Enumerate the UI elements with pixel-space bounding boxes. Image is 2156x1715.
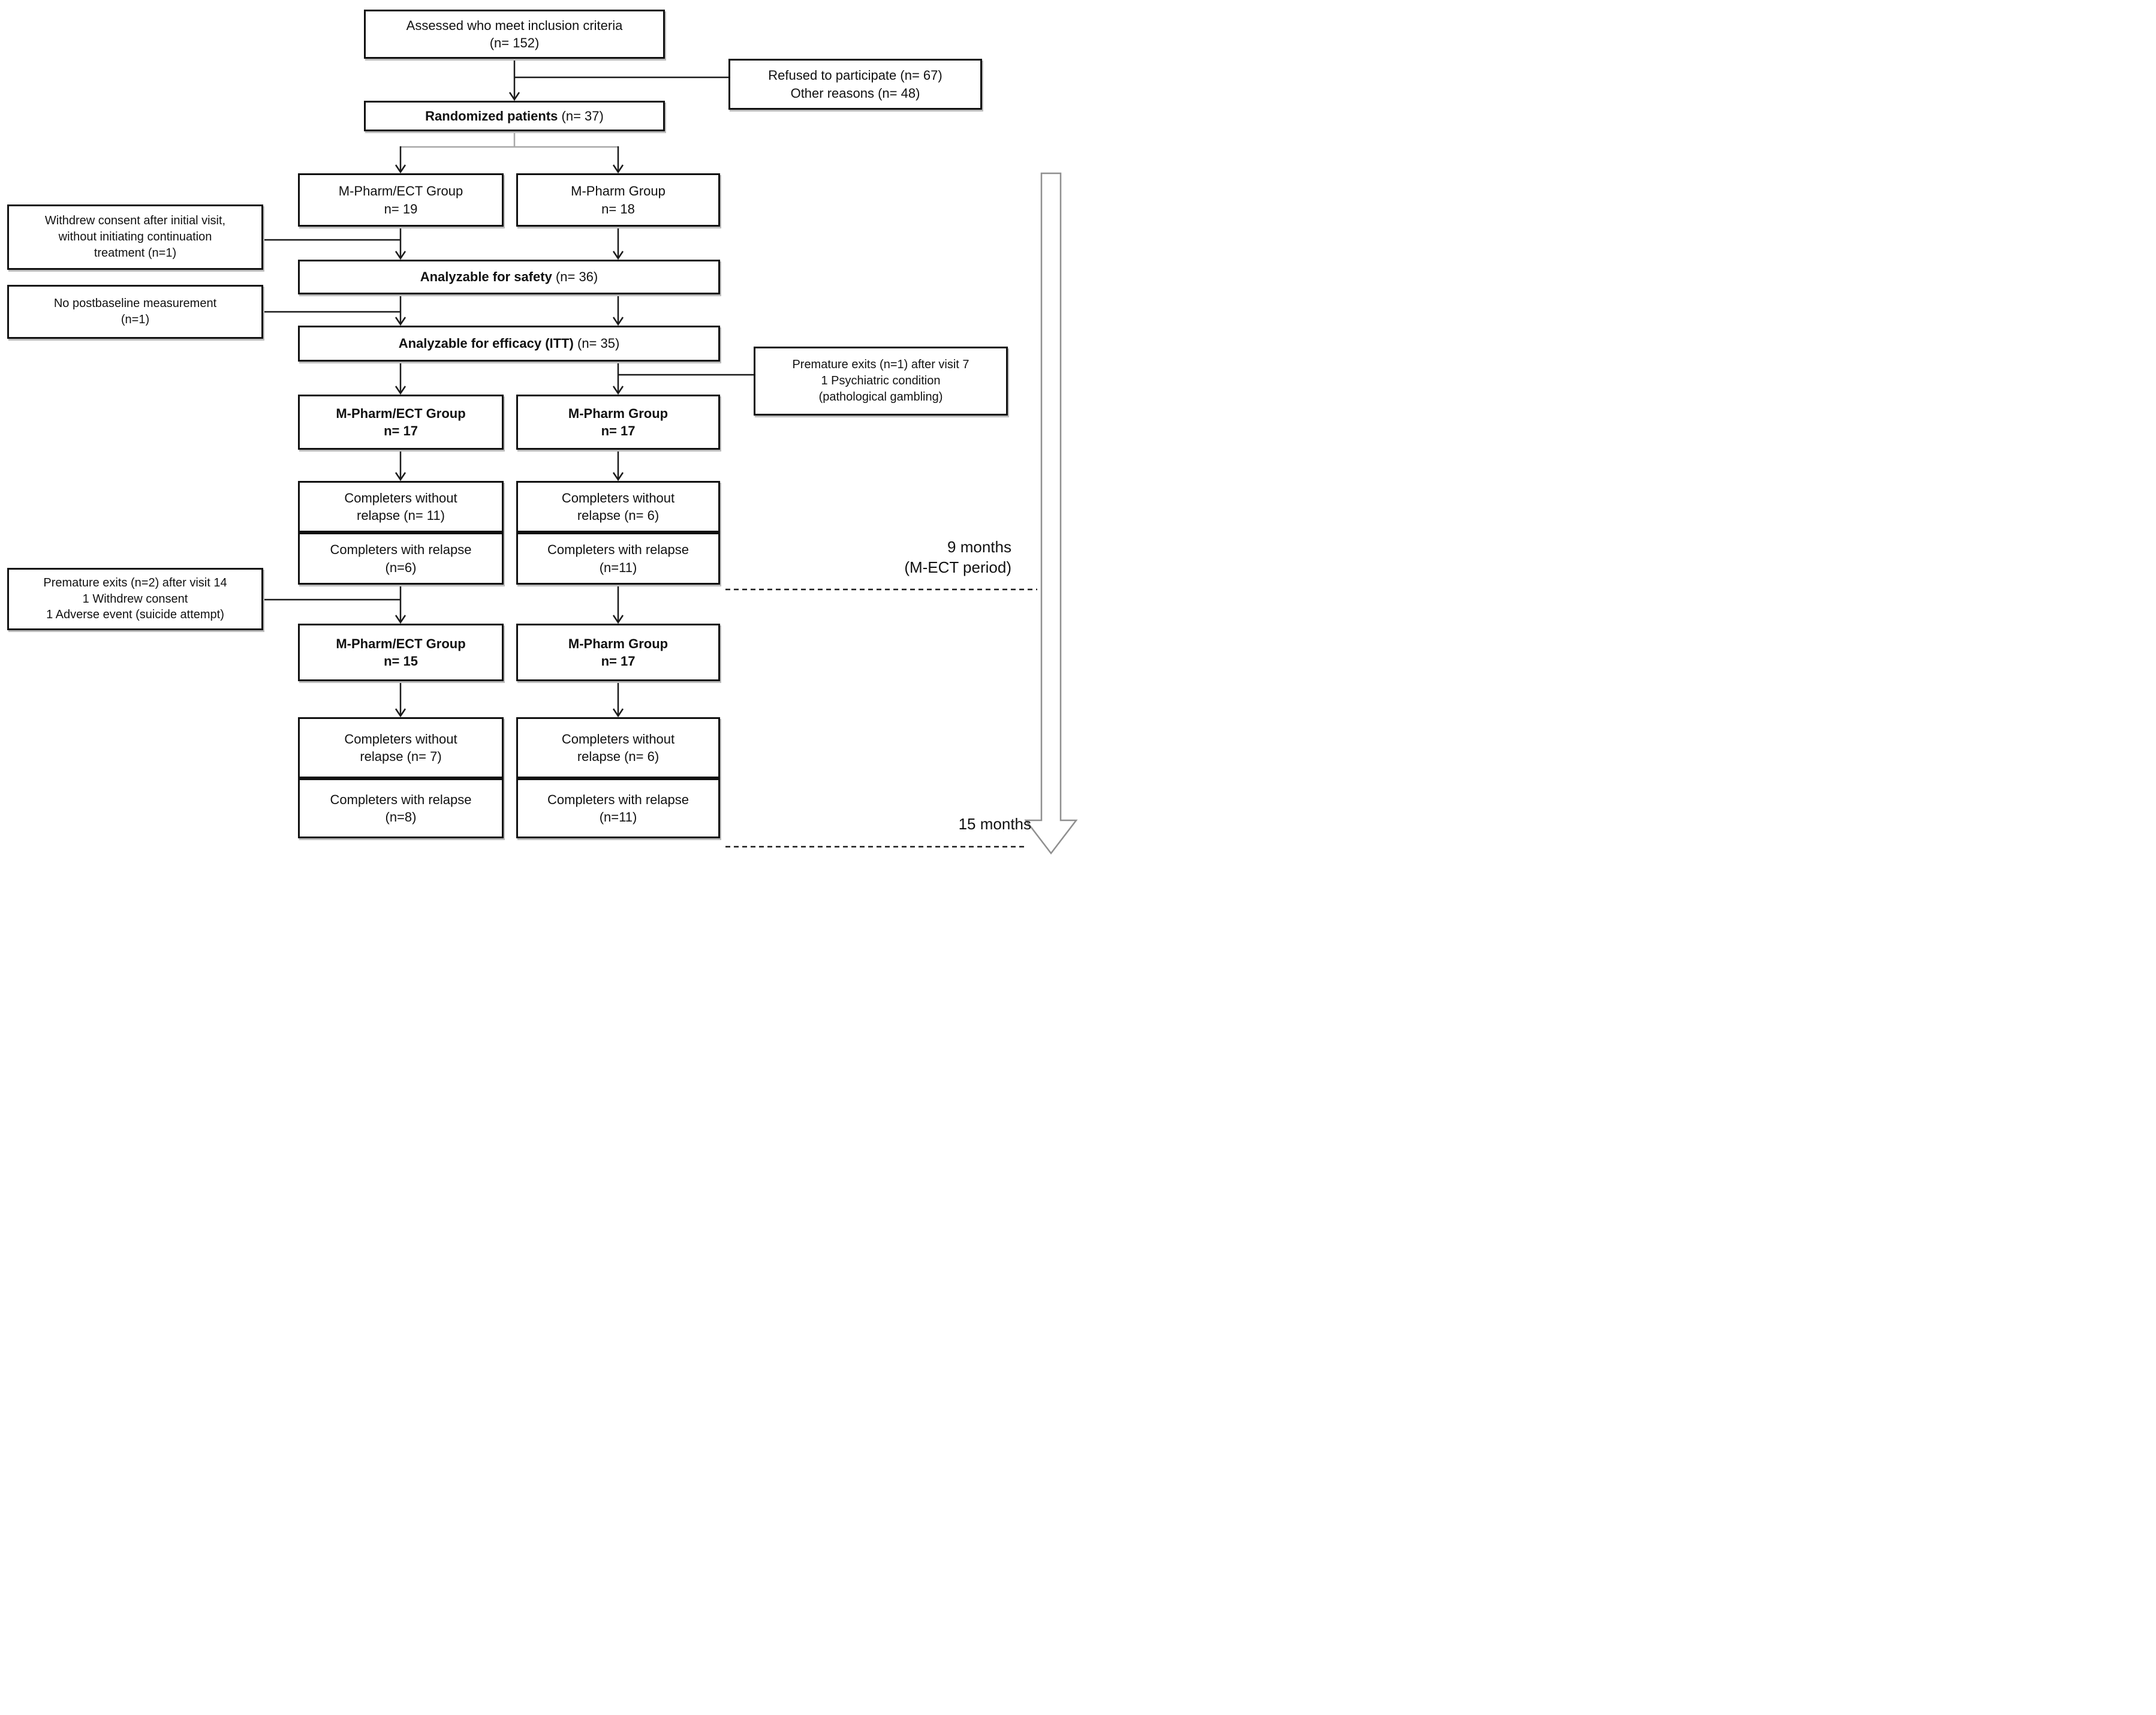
period1-line1: 9 months [947, 538, 1011, 556]
period1-line2: (M-ECT period) [904, 558, 1011, 576]
group2-left-box: M-Pharm/ECT Group n= 17 [298, 395, 504, 450]
withdrew-line3: treatment (n=1) [94, 246, 177, 260]
group2-left-name: M-Pharm/ECT Group [336, 405, 466, 421]
refused-line1: Refused to participate (n= 67) [768, 68, 943, 83]
group1-left-name: M-Pharm/ECT Group [338, 183, 463, 199]
no-postbaseline-box: No postbaseline measurement (n=1) [7, 285, 263, 339]
completers2-right-without-line1: Completers without [561, 731, 675, 747]
randomized-label: Randomized patients [425, 108, 558, 124]
safety-label: Analyzable for safety [420, 269, 552, 285]
premature1-line2: 1 Psychiatric condition [821, 374, 941, 388]
completers2-left-with-line1: Completers with relapse [330, 792, 472, 807]
completers2-left-without-line1: Completers without [344, 731, 457, 747]
withdrew-consent-box: Withdrew consent after initial visit, wi… [7, 204, 263, 270]
arrow-completers1-right-to-group3 [612, 585, 624, 624]
completers1-left-without-line2: relapse (n= 11) [357, 508, 445, 523]
group2-left-count: n= 17 [384, 423, 418, 438]
arrow-to-group1-right [612, 146, 624, 174]
completers1-left-without-box: Completers without relapse (n= 11) [298, 481, 504, 532]
completers2-left-with-line2: (n=8) [385, 810, 417, 825]
assessed-line1: Assessed who meet inclusion criteria [406, 17, 623, 33]
premature2-line3: 1 Adverse event (suicide attempt) [46, 608, 224, 622]
premature2-line2: 1 Withdrew consent [82, 592, 188, 606]
group1-right-name: M-Pharm Group [571, 183, 666, 199]
completers2-left-without-line2: relapse (n= 7) [360, 749, 442, 764]
arrow-group3-right-to-completers2 [612, 681, 624, 718]
completers1-right-with-box: Completers with relapse (n=11) [516, 532, 720, 585]
no-postbaseline-line2: (n=1) [121, 313, 150, 326]
period2-label: 15 months [958, 815, 1031, 833]
group3-left-name: M-Pharm/ECT Group [336, 636, 466, 651]
group2-right-box: M-Pharm Group n= 17 [516, 395, 720, 450]
completers1-right-without-line1: Completers without [561, 490, 675, 506]
withdrew-line1: Withdrew consent after initial visit, [44, 214, 226, 228]
group3-right-box: M-Pharm Group n= 17 [516, 624, 720, 681]
completers2-left-without-box: Completers without relapse (n= 7) [298, 717, 504, 778]
group3-left-box: M-Pharm/ECT Group n= 15 [298, 624, 504, 681]
efficacy-label: Analyzable for efficacy (ITT) [398, 336, 574, 351]
assessed-box: Assessed who meet inclusion criteria (n=… [364, 10, 665, 59]
premature1-line3: (pathological gambling) [818, 390, 943, 404]
arrow-safety-to-efficacy-left [395, 294, 406, 326]
arrow-completers1-left-to-group3 [395, 585, 406, 624]
group2-right-count: n= 17 [601, 423, 636, 438]
arrow-to-group1-left [395, 146, 406, 174]
refused-box: Refused to participate (n= 67) Other rea… [728, 59, 982, 110]
completers2-right-with-line1: Completers with relapse [547, 792, 689, 807]
arrow-assessed-to-randomized [508, 59, 520, 101]
completers2-right-with-box: Completers with relapse (n=11) [516, 778, 720, 838]
group1-left-count: n= 19 [384, 201, 418, 216]
completers1-right-without-line2: relapse (n= 6) [577, 508, 660, 523]
completers1-right-without-box: Completers without relapse (n= 6) [516, 481, 720, 532]
completers2-right-without-box: Completers without relapse (n= 6) [516, 717, 720, 778]
group3-right-count: n= 17 [601, 654, 636, 669]
premature2-line1: Premature exits (n=2) after visit 14 [43, 576, 227, 589]
analyzable-efficacy-box: Analyzable for efficacy (ITT) (n= 35) [298, 326, 720, 362]
premature1-line1: Premature exits (n=1) after visit 7 [792, 358, 969, 372]
completers2-right-with-line2: (n=11) [599, 810, 637, 825]
randomized-box: Randomized patients (n= 37) [364, 101, 665, 131]
arrow-group2-left-to-completers1 [395, 450, 406, 482]
group1-right-count: n= 18 [601, 201, 635, 216]
arrow-group3-left-to-completers2 [395, 681, 406, 718]
completers2-left-with-box: Completers with relapse (n=8) [298, 778, 504, 838]
no-postbaseline-line1: No postbaseline measurement [53, 297, 217, 311]
group3-right-name: M-Pharm Group [568, 636, 669, 651]
efficacy-count: (n= 35) [573, 336, 620, 351]
arrow-group1-right-to-safety [612, 227, 624, 260]
completers1-right-with-line2: (n=11) [599, 559, 637, 575]
premature-exits-2-box: Premature exits (n=2) after visit 14 1 W… [7, 568, 263, 630]
arrow-group2-right-to-completers1 [612, 450, 624, 482]
completers1-left-with-line2: (n=6) [385, 559, 417, 575]
timeline-arrow [1024, 172, 1078, 855]
completers1-left-with-line1: Completers with relapse [330, 542, 472, 558]
assessed-line2: (n= 152) [489, 35, 540, 50]
randomization-split-connector [400, 131, 619, 148]
refused-line2: Other reasons (n= 48) [790, 85, 920, 101]
arrow-safety-to-efficacy-right [612, 294, 624, 326]
flow-diagram: Assessed who meet inclusion criteria (n=… [0, 0, 1078, 858]
completers1-left-with-box: Completers with relapse (n=6) [298, 532, 504, 585]
arrow-efficacy-to-group2-right [612, 362, 624, 395]
withdrew-line2: without initiating continuation [58, 230, 212, 244]
safety-count: (n= 36) [552, 269, 598, 285]
period-label-15-months: 15 months [839, 814, 1031, 835]
group3-left-count: n= 15 [384, 654, 418, 669]
premature-exits-1-box: Premature exits (n=1) after visit 7 1 Ps… [754, 347, 1008, 416]
analyzable-safety-box: Analyzable for safety (n= 36) [298, 260, 720, 294]
period-label-9-months: 9 months (M-ECT period) [820, 537, 1011, 578]
connector-layer [263, 59, 1078, 855]
completers1-right-with-line1: Completers with relapse [547, 542, 689, 558]
group1-right-box: M-Pharm Group n= 18 [516, 173, 720, 227]
group2-right-name: M-Pharm Group [568, 405, 669, 421]
completers2-right-without-line2: relapse (n= 6) [577, 749, 660, 764]
group1-left-box: M-Pharm/ECT Group n= 19 [298, 173, 504, 227]
completers1-left-without-line1: Completers without [344, 490, 457, 506]
arrow-efficacy-to-group2-left [395, 362, 406, 395]
randomized-count: (n= 37) [558, 108, 604, 124]
arrow-group1-left-to-safety [395, 227, 406, 260]
